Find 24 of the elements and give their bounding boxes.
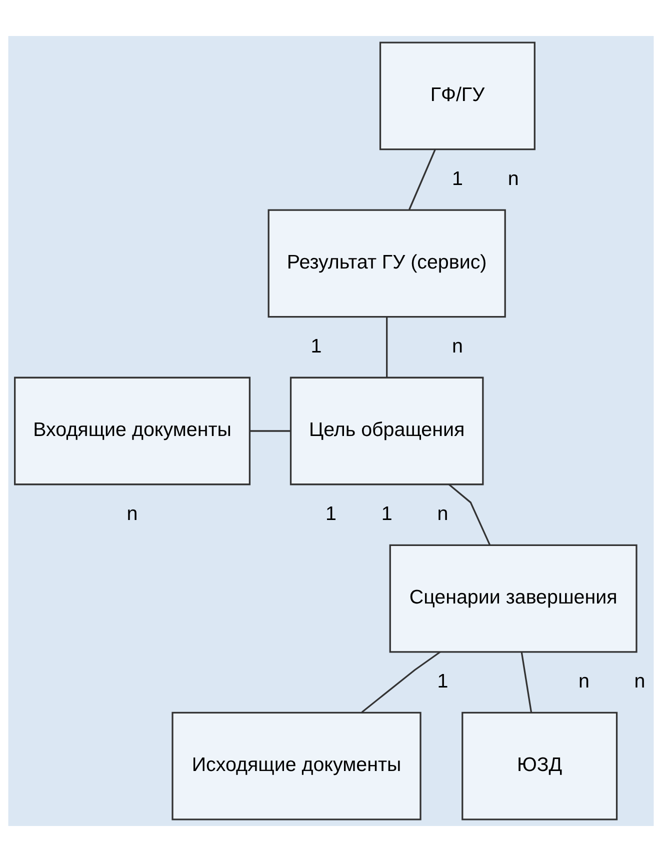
- connector: [250, 430, 290, 432]
- connector: [386, 316, 388, 377]
- connector: [520, 652, 532, 712]
- connector: [448, 483, 490, 545]
- label: n: [126, 502, 138, 524]
- label: 1: [326, 502, 336, 524]
- node-box: Исходящие документы: [172, 711, 422, 820]
- label: n: [437, 502, 448, 524]
- label: 1: [381, 502, 392, 524]
- label: 1: [452, 167, 463, 190]
- label: n: [508, 167, 519, 190]
- node-box: ЮЗД: [462, 711, 618, 820]
- label: n: [578, 670, 590, 692]
- node-box: Результат ГУ (сервис): [268, 208, 506, 318]
- node-box: Цель обращения: [290, 376, 484, 485]
- connector: [361, 650, 441, 712]
- node-box: Сценарии завершения: [389, 544, 638, 652]
- label: 1: [310, 334, 322, 357]
- label: n: [452, 334, 463, 357]
- node-box: Входящие документы: [14, 376, 251, 485]
- label: n: [634, 670, 646, 692]
- label: 1: [437, 670, 448, 692]
- connector: [408, 148, 436, 210]
- node-box: ГФ/ГУ: [379, 41, 536, 150]
